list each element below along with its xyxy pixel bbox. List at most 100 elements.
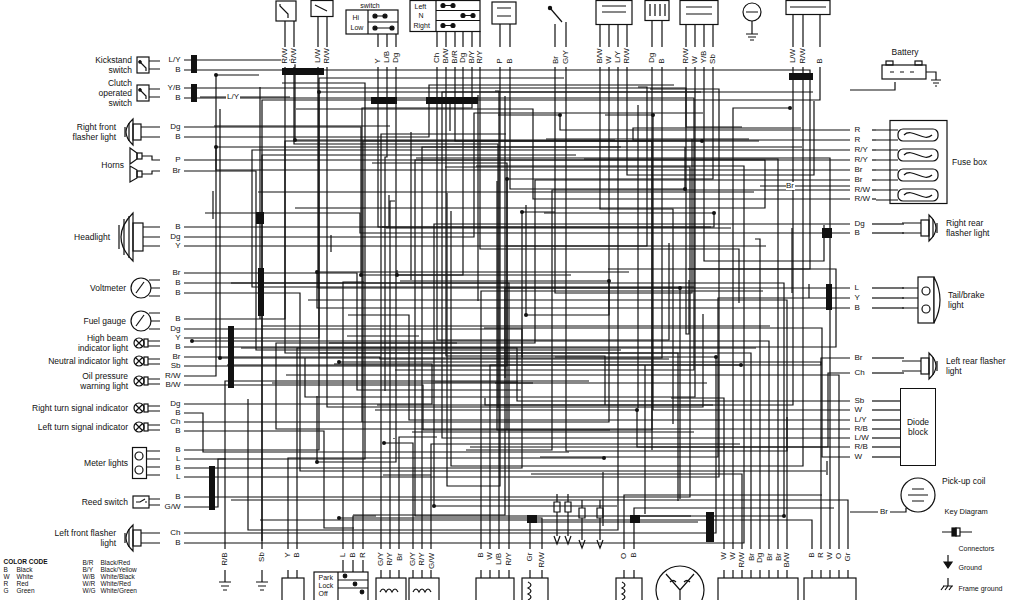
wire-code: B xyxy=(175,279,181,287)
wire xyxy=(261,325,770,326)
connector-block xyxy=(822,228,832,238)
legend-text: Black/Red xyxy=(100,560,131,567)
diode-block: Diode block xyxy=(900,388,936,466)
legend-text: Black xyxy=(16,567,33,574)
wire-code: B xyxy=(630,552,638,558)
flasher-lamp: Right rear flasher light xyxy=(902,213,1008,243)
junction-dot xyxy=(505,177,509,181)
wire xyxy=(546,138,749,139)
wire xyxy=(872,287,904,288)
wire xyxy=(755,239,760,549)
wire xyxy=(286,375,839,549)
wire-code: W xyxy=(486,552,494,561)
legend-text: White/Green xyxy=(100,588,138,595)
switch-position: Lock xyxy=(318,582,334,589)
wire xyxy=(431,444,740,549)
switch-position: Low xyxy=(350,24,364,31)
legend-code: G xyxy=(3,588,9,595)
wire-code: B xyxy=(175,315,181,323)
wire-code: B xyxy=(293,552,301,558)
wire xyxy=(872,297,904,298)
wire-code: Gr xyxy=(526,552,534,562)
junction-dot xyxy=(520,210,524,214)
junction-dot xyxy=(337,360,341,364)
wire xyxy=(260,520,812,549)
wire xyxy=(872,419,900,420)
wire-code: Y xyxy=(374,58,382,64)
wire xyxy=(634,508,834,549)
switch-position: Right xyxy=(413,22,430,29)
wire-code: Dg xyxy=(170,233,181,241)
wire xyxy=(410,132,411,280)
wire-code: R/W xyxy=(854,186,871,194)
connector-block xyxy=(258,268,264,316)
wire-code: B xyxy=(175,446,181,454)
wire xyxy=(540,298,850,457)
wire xyxy=(339,518,542,549)
battery-wiring xyxy=(850,72,941,90)
wire-code: Ch xyxy=(170,529,181,537)
wire xyxy=(375,410,850,447)
wire-code: Y xyxy=(284,552,292,558)
wire-code: O xyxy=(620,552,628,559)
wire xyxy=(505,245,766,246)
wire xyxy=(288,458,604,549)
reed-switch: Reed switch xyxy=(82,493,160,511)
legend-text: Green xyxy=(16,588,35,595)
wire xyxy=(231,283,509,549)
component-symbol xyxy=(876,120,948,204)
junction-dot xyxy=(700,139,704,143)
wire xyxy=(362,67,472,422)
legend-text: Red xyxy=(16,581,29,588)
indicator-lamp: Neutral indicator light xyxy=(48,354,160,368)
wire-code: Y/B xyxy=(167,84,181,92)
wire-code: Gr xyxy=(844,552,852,562)
component-label: Headlight xyxy=(74,232,110,242)
junction-dot xyxy=(214,73,218,77)
component-label: Fuel gauge xyxy=(83,316,126,326)
legend-heading: COLOR CODE xyxy=(3,559,48,566)
component-label: Horns xyxy=(101,160,124,170)
battery: Battery xyxy=(880,47,930,81)
junction-dot xyxy=(293,138,297,142)
wire xyxy=(872,189,876,190)
component-symbol xyxy=(902,351,942,381)
wire-code: B xyxy=(175,133,181,141)
component-label: Fuse box xyxy=(952,157,987,167)
wire xyxy=(872,198,876,199)
component-label: Neutral indicator light xyxy=(48,356,128,366)
component-symbol xyxy=(128,147,160,183)
wire-code: R/W xyxy=(623,47,631,64)
wire-code: W xyxy=(605,55,613,64)
junction-dot xyxy=(395,273,399,277)
wire xyxy=(566,67,787,451)
wire-code: L/Y xyxy=(168,56,181,64)
wire-code: R/W xyxy=(682,47,690,64)
switch-position: Hi xyxy=(352,14,360,21)
wire-code: Y/B xyxy=(700,50,708,64)
wire xyxy=(348,315,850,420)
component-label: Meter lights xyxy=(84,458,128,468)
wire xyxy=(466,190,850,450)
wire-code: Y xyxy=(854,294,860,302)
junction-dot xyxy=(315,270,319,274)
wire xyxy=(872,139,876,140)
wire-code: Sb xyxy=(258,552,266,563)
wire-code: L xyxy=(854,284,859,292)
wire xyxy=(276,343,850,429)
component-label: Diode block xyxy=(904,417,932,437)
wire-code: L xyxy=(176,455,181,463)
component-label: Right rear flasher light xyxy=(946,218,1008,238)
flasher-lamp: Right front flasher light xyxy=(52,117,160,147)
component-symbol xyxy=(902,213,942,243)
wire xyxy=(184,83,365,459)
wire xyxy=(343,282,364,549)
tail-lamp: Tail/brake light xyxy=(902,271,996,329)
wire-code: B xyxy=(175,66,181,74)
connector-block xyxy=(282,68,324,75)
junction-dot xyxy=(317,90,321,94)
junction-dot xyxy=(678,286,682,290)
switch-position: N xyxy=(418,12,424,19)
meter-lamps: Meter lights xyxy=(84,447,160,479)
